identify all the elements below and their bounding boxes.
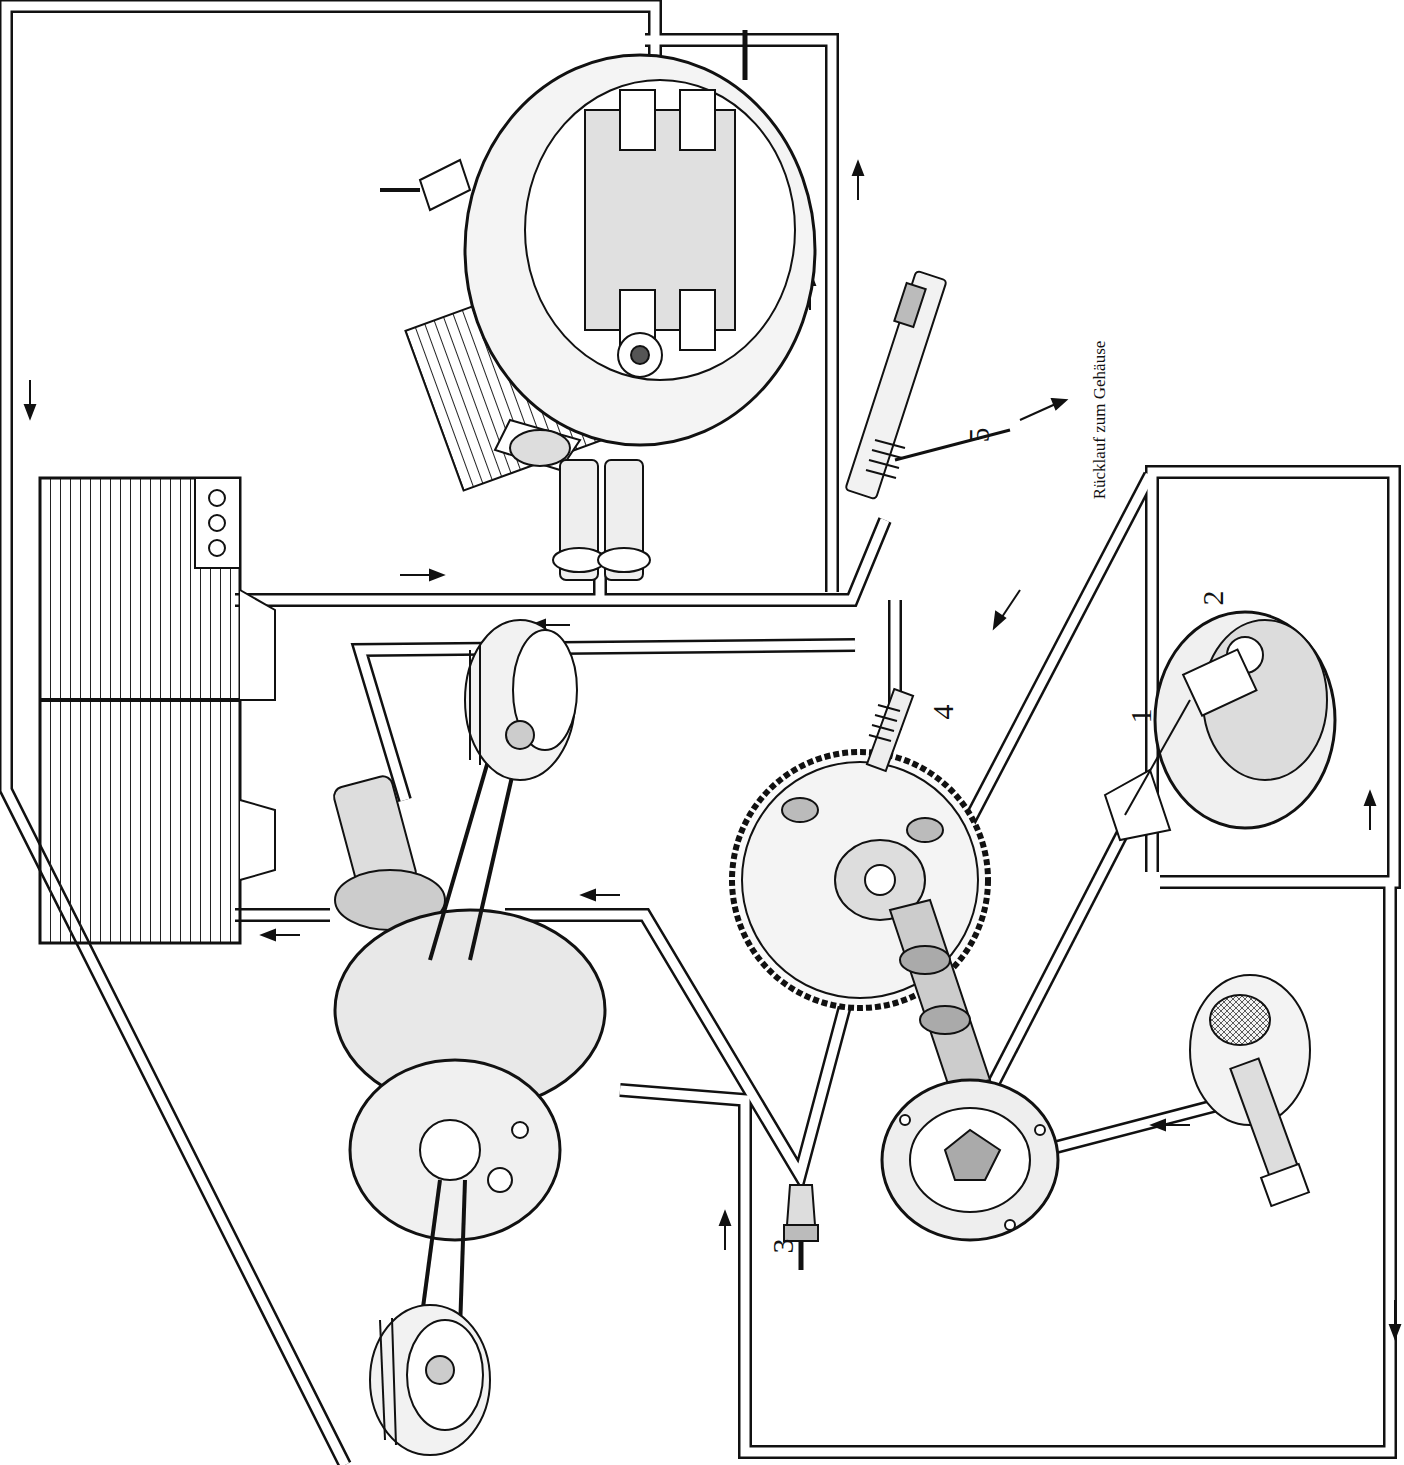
callout-number: 3 bbox=[765, 1239, 799, 1254]
callout-number: 2 bbox=[1195, 591, 1229, 606]
oil-filter bbox=[1105, 612, 1335, 840]
oil-cooler bbox=[40, 478, 275, 943]
crankshaft bbox=[332, 720, 605, 1330]
callout-number: 1 bbox=[1123, 709, 1157, 724]
oil-pump bbox=[882, 1080, 1058, 1240]
camshaft-gear bbox=[732, 752, 990, 1090]
callout-number: 5 bbox=[961, 428, 995, 443]
oil-pipes bbox=[6, 6, 1394, 1465]
note-label: Rücklauf zum Gehäuse bbox=[1090, 341, 1110, 500]
pistons bbox=[370, 620, 577, 1455]
valves bbox=[784, 271, 1010, 1270]
callout-number: 4 bbox=[925, 705, 959, 720]
flow-arrows bbox=[25, 162, 1400, 1338]
cylinder-head bbox=[380, 30, 815, 491]
oil-strainer bbox=[1190, 975, 1310, 1206]
pushrod-tubes bbox=[553, 460, 650, 580]
